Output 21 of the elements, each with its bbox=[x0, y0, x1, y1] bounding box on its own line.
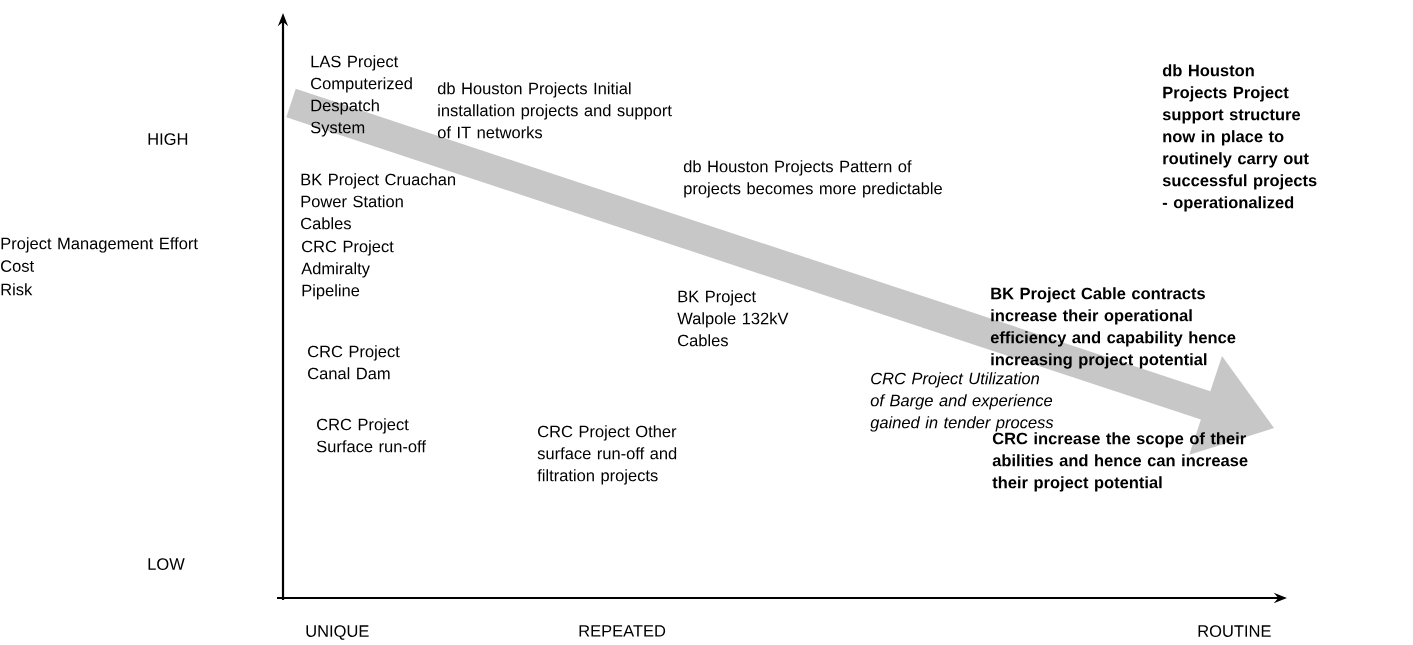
project-note: CRC Project Canal Dam bbox=[308, 345, 400, 380]
axis-title: Cost bbox=[1, 260, 34, 272]
project-note: CRC increase the scope of their abilities and hence can increase their project potential bbox=[992, 432, 1248, 492]
project-note: BK Project Walpole 132kV Cables bbox=[677, 290, 789, 347]
project-note: LAS Project Computerized Despatch System bbox=[310, 55, 412, 137]
axis-category-label: UNIQUE bbox=[306, 625, 369, 640]
axis-category-label: ROUTINE bbox=[1198, 625, 1271, 637]
axis-category-label: REPEATED bbox=[579, 625, 666, 637]
axis-title: Risk bbox=[1, 283, 33, 296]
project-note: CRC Project Other surface run-off and filtration projects bbox=[537, 425, 677, 485]
project-note: CRC Project Admiralty Pipeline bbox=[301, 240, 394, 300]
project-note: BK Project Cruachan Power Station Cables bbox=[301, 173, 455, 230]
project-note: CRC Project Surface run-off bbox=[316, 418, 426, 453]
project-note: db Houston Projects Initial installation projects and support of IT networks bbox=[437, 82, 672, 139]
project-note: BK Project Cable contracts increase their operational efficiency and capability hence increasing project potential bbox=[990, 287, 1236, 369]
project-note: db Houston Projects Project support structure now in place to routinely carry out successful projects - operationalized bbox=[1162, 64, 1317, 212]
axis-level-label: HIGH bbox=[148, 133, 188, 145]
axis-level-label: LOW bbox=[148, 558, 185, 570]
axis-title: Project Management Effort bbox=[1, 237, 198, 253]
project-note: CRC Project Utilization of Barge and experience gained in tender process bbox=[870, 372, 1054, 432]
project-note: db Houston Projects Pattern of projects becomes more predictable bbox=[683, 160, 942, 198]
